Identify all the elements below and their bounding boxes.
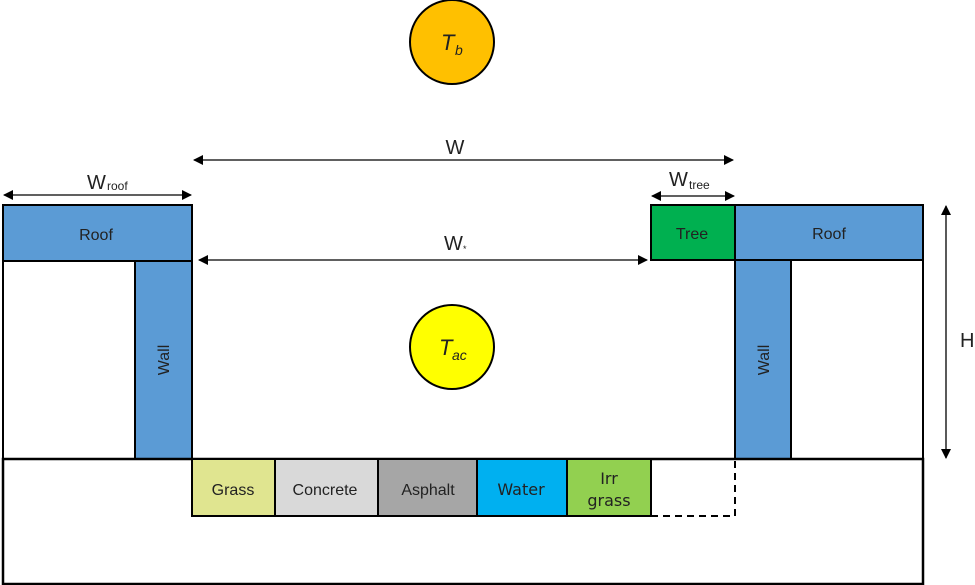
left-wall bbox=[134, 260, 193, 460]
w-roof-label: W bbox=[87, 172, 106, 194]
w-dimension: W bbox=[193, 137, 734, 165]
surface-strips: Grass Concrete Asphalt Water Irr grass bbox=[191, 458, 736, 517]
w-tree-label-sub: tree bbox=[689, 178, 710, 192]
surface-irr-grass-label-line1: Irr bbox=[600, 469, 618, 488]
tb-label: T bbox=[441, 30, 456, 55]
w-star-label: W bbox=[444, 233, 463, 255]
surface-concrete bbox=[274, 458, 379, 517]
right-roof bbox=[734, 204, 924, 261]
w-label: W bbox=[446, 137, 465, 159]
tb-node: T b bbox=[409, 0, 495, 85]
w-tree-dimension: W tree bbox=[651, 169, 735, 201]
right-wall bbox=[734, 259, 792, 460]
surface-asphalt-label: Asphalt bbox=[401, 482, 455, 499]
tree-shadow-outline bbox=[651, 460, 736, 517]
left-wall-label: Wall bbox=[156, 345, 173, 376]
right-building: Tree Roof Wall bbox=[650, 204, 924, 460]
left-building: Roof Wall bbox=[2, 204, 193, 460]
tb-circle bbox=[409, 0, 495, 85]
tree-label: Tree bbox=[676, 226, 708, 243]
surface-concrete-label: Concrete bbox=[293, 482, 358, 499]
right-roof-label: Roof bbox=[812, 226, 846, 243]
tb-label-sub: b bbox=[455, 42, 463, 58]
tac-label-sub: ac bbox=[452, 347, 467, 363]
tac-label: T bbox=[439, 335, 454, 360]
tree-block bbox=[650, 204, 736, 261]
w-star-dimension: W * bbox=[198, 233, 648, 265]
h-label: H bbox=[960, 330, 974, 352]
surface-water bbox=[476, 458, 568, 517]
surface-asphalt bbox=[377, 458, 478, 517]
surface-grass-label: Grass bbox=[212, 482, 255, 499]
w-star-label-sub: * bbox=[463, 244, 467, 254]
surface-irr-grass-label-line2: grass bbox=[587, 491, 630, 510]
left-roof-label: Roof bbox=[79, 227, 113, 244]
right-wall-label: Wall bbox=[756, 345, 773, 376]
left-roof bbox=[2, 204, 193, 262]
h-dimension: H bbox=[941, 205, 974, 459]
surface-water-label: Water bbox=[497, 480, 545, 499]
w-tree-label: W bbox=[669, 169, 688, 191]
tac-circle bbox=[409, 304, 495, 390]
w-roof-label-sub: roof bbox=[107, 179, 128, 193]
surface-irr-grass bbox=[566, 458, 652, 517]
tac-node: T ac bbox=[409, 304, 495, 390]
w-roof-dimension: W roof bbox=[3, 172, 192, 200]
